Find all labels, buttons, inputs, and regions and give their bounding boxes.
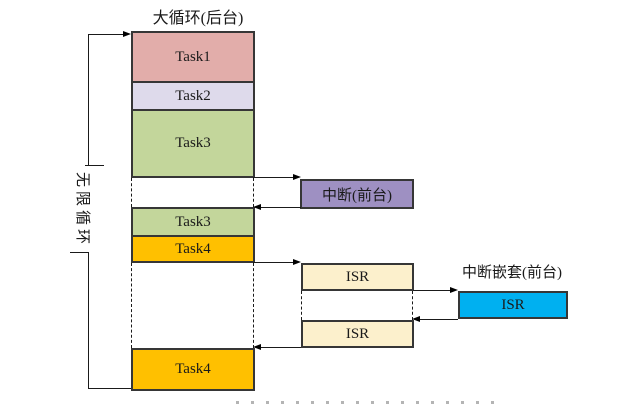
task3-resume-label: Task3 bbox=[175, 213, 211, 230]
task3-label: Task3 bbox=[175, 135, 211, 151]
task4-resume-block: Task4 bbox=[131, 348, 255, 391]
isr1-box: ISR bbox=[301, 263, 414, 291]
loop-line-left-upper bbox=[88, 34, 89, 165]
nested-isr-label: ISR bbox=[501, 296, 525, 313]
loop-tick-top bbox=[85, 165, 104, 166]
arrowhead-return-to-task4 bbox=[253, 344, 261, 350]
loop-line-top bbox=[88, 34, 124, 35]
loop-tick-bottom bbox=[70, 252, 89, 253]
column-gap2-dashed-left bbox=[131, 263, 132, 348]
interrupt-foreground-label: 中断(前台) bbox=[322, 187, 392, 204]
task1-label: Task1 bbox=[175, 48, 211, 65]
column-gap1-dashed-left bbox=[131, 178, 132, 207]
isr-gap-dashed-left bbox=[301, 291, 302, 320]
arrow-line-to-isr1 bbox=[253, 262, 294, 263]
task4-resume-label: Task4 bbox=[175, 361, 211, 377]
isr2-label: ISR bbox=[345, 325, 370, 342]
loop-line-left-lower bbox=[88, 253, 89, 388]
arrow-line-to-interrupt bbox=[253, 177, 294, 178]
task4-block: Task4 bbox=[131, 235, 255, 263]
arrowhead-to-isr1 bbox=[293, 259, 301, 265]
isr2-box: ISR bbox=[301, 320, 414, 348]
nested-isr-box: ISR bbox=[458, 291, 568, 319]
return-line-from-isr2 bbox=[260, 347, 301, 348]
task3-resume-block: Task3 bbox=[131, 207, 255, 237]
arrowhead-return-to-task3 bbox=[253, 204, 261, 210]
cut-off-caption bbox=[236, 401, 504, 404]
arrowhead-to-interrupt bbox=[293, 174, 301, 180]
return-line-from-interrupt bbox=[260, 207, 301, 208]
isr-gap-dashed-right bbox=[412, 291, 413, 320]
column-gap1-dashed-right bbox=[253, 178, 254, 207]
task4-label: Task4 bbox=[175, 240, 211, 257]
arrow-line-to-nested-isr bbox=[413, 290, 451, 291]
arrowhead-return-to-isr2 bbox=[412, 316, 420, 322]
task3-block: Task3 bbox=[131, 109, 255, 178]
loop-line-bottom bbox=[88, 388, 132, 389]
arrowhead-to-nested-isr bbox=[450, 287, 458, 293]
column-gap2-dashed-right bbox=[253, 263, 254, 348]
nested-interrupt-label: 中断嵌套(前台) bbox=[462, 265, 562, 281]
background-loop-title: 大循环(后台) bbox=[152, 10, 244, 27]
task2-label: Task2 bbox=[175, 87, 211, 104]
loop-arrowhead-into-column bbox=[123, 31, 131, 37]
interrupt-foreground-box: 中断(前台) bbox=[300, 179, 414, 209]
isr1-label: ISR bbox=[345, 268, 370, 285]
task1-block: Task1 bbox=[131, 31, 255, 83]
task2-block: Task2 bbox=[131, 81, 255, 111]
return-line-from-nested-isr bbox=[420, 319, 458, 320]
infinite-loop-label: 无限循环 bbox=[74, 171, 90, 248]
